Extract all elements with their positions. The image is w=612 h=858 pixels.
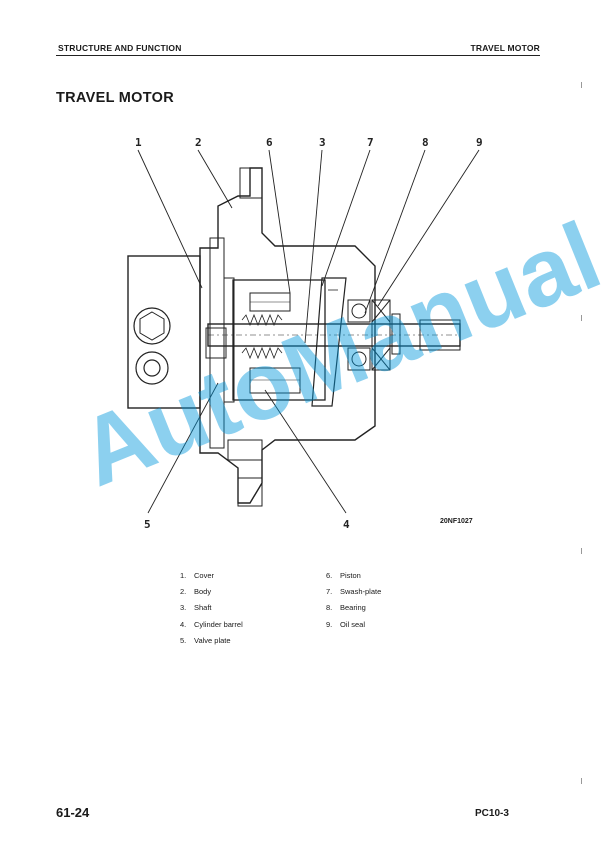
callout-9: 9 <box>476 136 483 149</box>
callout-4: 4 <box>343 518 350 531</box>
header-rule <box>56 55 540 56</box>
callout-6: 6 <box>266 136 273 149</box>
model-code: PC10-3 <box>475 808 509 819</box>
legend-column-1: 1.Cover 2.Body 3.Shaft 4.Cylinder barrel… <box>180 568 243 649</box>
legend-item: 8.Bearing <box>326 603 366 613</box>
header-chapter-title: TRAVEL MOTOR <box>470 43 540 53</box>
margin-mark <box>581 548 582 554</box>
legend-item: 2.Body <box>180 587 212 597</box>
header-section-title: STRUCTURE AND FUNCTION <box>58 43 182 53</box>
callout-2: 2 <box>195 136 202 149</box>
margin-mark <box>581 778 582 784</box>
legend-item: 7.Swash-plate <box>326 587 382 597</box>
legend-item: 4.Cylinder barrel <box>180 619 243 629</box>
bearing-upper <box>347 299 371 323</box>
callout-7: 7 <box>367 136 374 149</box>
legend-item: 3.Shaft <box>180 603 212 613</box>
swash-plate <box>311 277 347 407</box>
valve-plate <box>223 277 235 403</box>
callout-3: 3 <box>319 136 326 149</box>
legend-item: 1.Cover <box>180 571 215 580</box>
cover-port-upper <box>133 307 171 345</box>
page-number: 61-24 <box>56 805 90 820</box>
cylinder-barrel <box>232 279 326 401</box>
oil-seal <box>391 313 401 355</box>
bottom-flange <box>237 477 263 507</box>
piston-lower <box>249 367 301 394</box>
legend-item: 6.Piston <box>326 571 361 580</box>
callout-8: 8 <box>422 136 429 149</box>
legend-item: 9.Oil seal <box>326 619 366 629</box>
margin-mark <box>581 82 582 88</box>
page-title: TRAVEL MOTOR <box>56 90 174 106</box>
margin-mark <box>581 315 582 321</box>
spring-lower <box>241 346 283 360</box>
top-flange <box>239 167 263 199</box>
spring-upper <box>241 313 283 327</box>
callout-5: 5 <box>144 518 151 531</box>
callout-1: 1 <box>135 136 142 149</box>
legend-column-2: 6.Piston 7.Swash-plate 8.Bearing 9.Oil s… <box>326 568 381 633</box>
leader-lines <box>137 149 480 514</box>
bearing-lower <box>347 347 371 371</box>
bearing-outer <box>371 299 391 371</box>
cover-port-lower <box>135 351 169 385</box>
travel-motor-diagram: 1 2 6 3 7 8 9 5 4 <box>100 128 520 538</box>
figure-code: 20NF1027 <box>440 518 473 525</box>
legend-item: 5.Valve plate <box>180 635 231 645</box>
